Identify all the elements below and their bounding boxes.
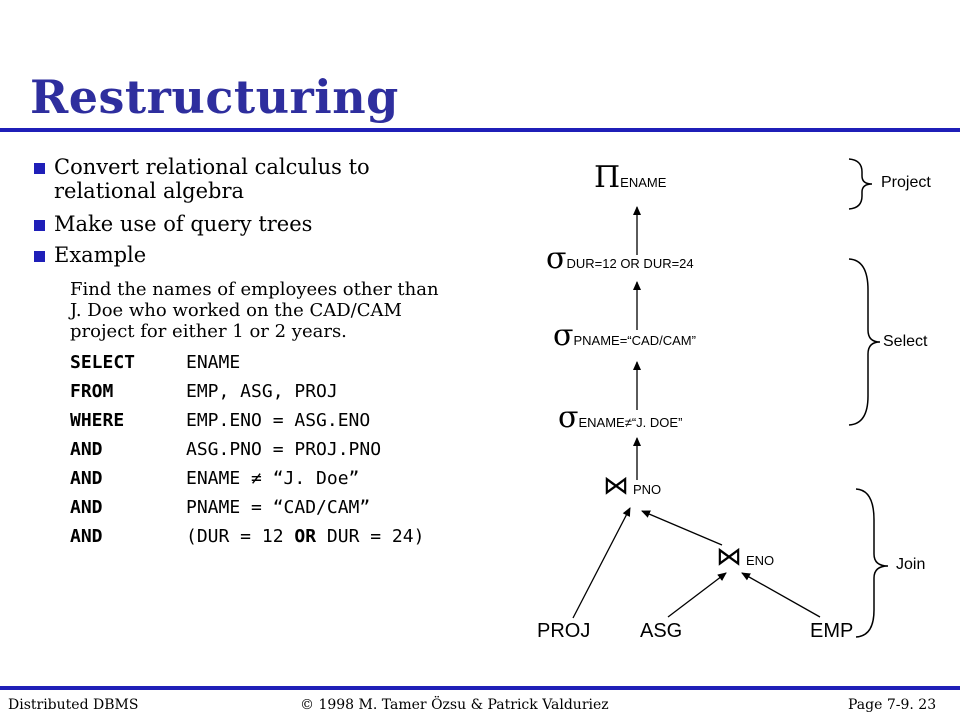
- example-line-3: project for either 1 or 2 years.: [70, 321, 347, 342]
- edge-proj-to-join1: [572, 507, 631, 619]
- join-node-2: ⋈ ENO: [716, 541, 774, 572]
- footer-rule: [0, 686, 960, 690]
- sql-keyword: AND: [70, 468, 103, 489]
- sql-keyword: AND: [70, 439, 103, 460]
- sql-clause-part: (DUR = 12: [186, 526, 295, 547]
- project-attr: ENAME: [620, 175, 667, 190]
- bullet-1-line-1: Convert relational calculus to: [54, 155, 370, 179]
- select-predicate-2: PNAME=“CAD/CAM”: [573, 333, 696, 348]
- select-predicate-3: ENAME≠“J. DOE”: [578, 415, 683, 430]
- example-line-2: J. Doe who worked on the CAD/CAM: [70, 300, 402, 321]
- sql-or-keyword: OR: [294, 526, 317, 547]
- select-node-2: σPNAME=“CAD/CAM”: [553, 318, 696, 353]
- sql-keyword: WHERE: [70, 410, 125, 431]
- bullet-marker: [34, 163, 45, 174]
- sql-clause: ENAME ≠ “J. Doe”: [186, 468, 360, 489]
- sql-clause: PNAME = “CAD/CAM”: [186, 497, 371, 518]
- select-node-3: σENAME≠“J. DOE”: [558, 400, 682, 435]
- bullet-2: Make use of query trees: [54, 212, 313, 236]
- sql-keyword: FROM: [70, 381, 114, 402]
- project-node: ΠENAME: [594, 160, 666, 195]
- join-node-1: ⋈ PNO: [603, 470, 661, 501]
- example-line-1: Find the names of employees other than: [70, 279, 439, 300]
- sql-clause-part: DUR = 24): [316, 526, 425, 547]
- join-attr-2: ENO: [746, 553, 775, 568]
- slide-title: Restructuring: [30, 70, 399, 124]
- projection-symbol-icon: Π: [594, 160, 621, 195]
- edge-asg-to-join2: [667, 572, 727, 618]
- join-symbol-icon: ⋈: [603, 470, 629, 500]
- project-brace: [848, 158, 873, 210]
- leaf-asg: ASG: [640, 620, 683, 642]
- project-label: Project: [881, 174, 931, 191]
- leaf-emp: EMP: [810, 620, 854, 642]
- bullet-3: Example: [54, 243, 147, 267]
- edge-join2-to-join1: [641, 510, 723, 546]
- edge-emp-to-join2: [741, 572, 821, 618]
- leaf-proj: PROJ: [537, 620, 591, 642]
- sql-clause: ASG.PNO = PROJ.PNO: [186, 439, 382, 460]
- sql-keyword: SELECT: [70, 352, 136, 373]
- bullet-marker: [34, 251, 45, 262]
- title-rule: [0, 128, 960, 132]
- select-node-1: σDUR=12 OR DUR=24: [546, 241, 694, 276]
- join-label: Join: [896, 556, 926, 573]
- footer-page: Page 7-9. 23: [848, 697, 937, 713]
- footer-course: Distributed DBMS: [8, 697, 139, 713]
- footer-copyright: © 1998 M. Tamer Özsu & Patrick Valduriez: [300, 697, 609, 713]
- join-attr-1: PNO: [633, 482, 662, 497]
- sql-clause: EMP.ENO = ASG.ENO: [186, 410, 371, 431]
- select-predicate-1: DUR=12 OR DUR=24: [566, 256, 694, 271]
- selection-symbol-icon: σ: [553, 318, 574, 353]
- bullet-marker: [34, 220, 45, 231]
- select-brace: [848, 258, 881, 426]
- join-brace: [855, 488, 889, 638]
- sql-keyword: AND: [70, 526, 103, 547]
- select-label: Select: [883, 333, 928, 350]
- sql-clause: ENAME: [186, 352, 241, 373]
- bullet-1-line-2: relational algebra: [54, 179, 245, 203]
- sql-clause: EMP, ASG, PROJ: [186, 381, 338, 402]
- selection-symbol-icon: σ: [546, 241, 567, 276]
- sql-clause: (DUR = 12 OR DUR = 24): [186, 526, 424, 547]
- selection-symbol-icon: σ: [558, 400, 579, 435]
- join-symbol-icon: ⋈: [716, 541, 742, 571]
- sql-keyword: AND: [70, 497, 103, 518]
